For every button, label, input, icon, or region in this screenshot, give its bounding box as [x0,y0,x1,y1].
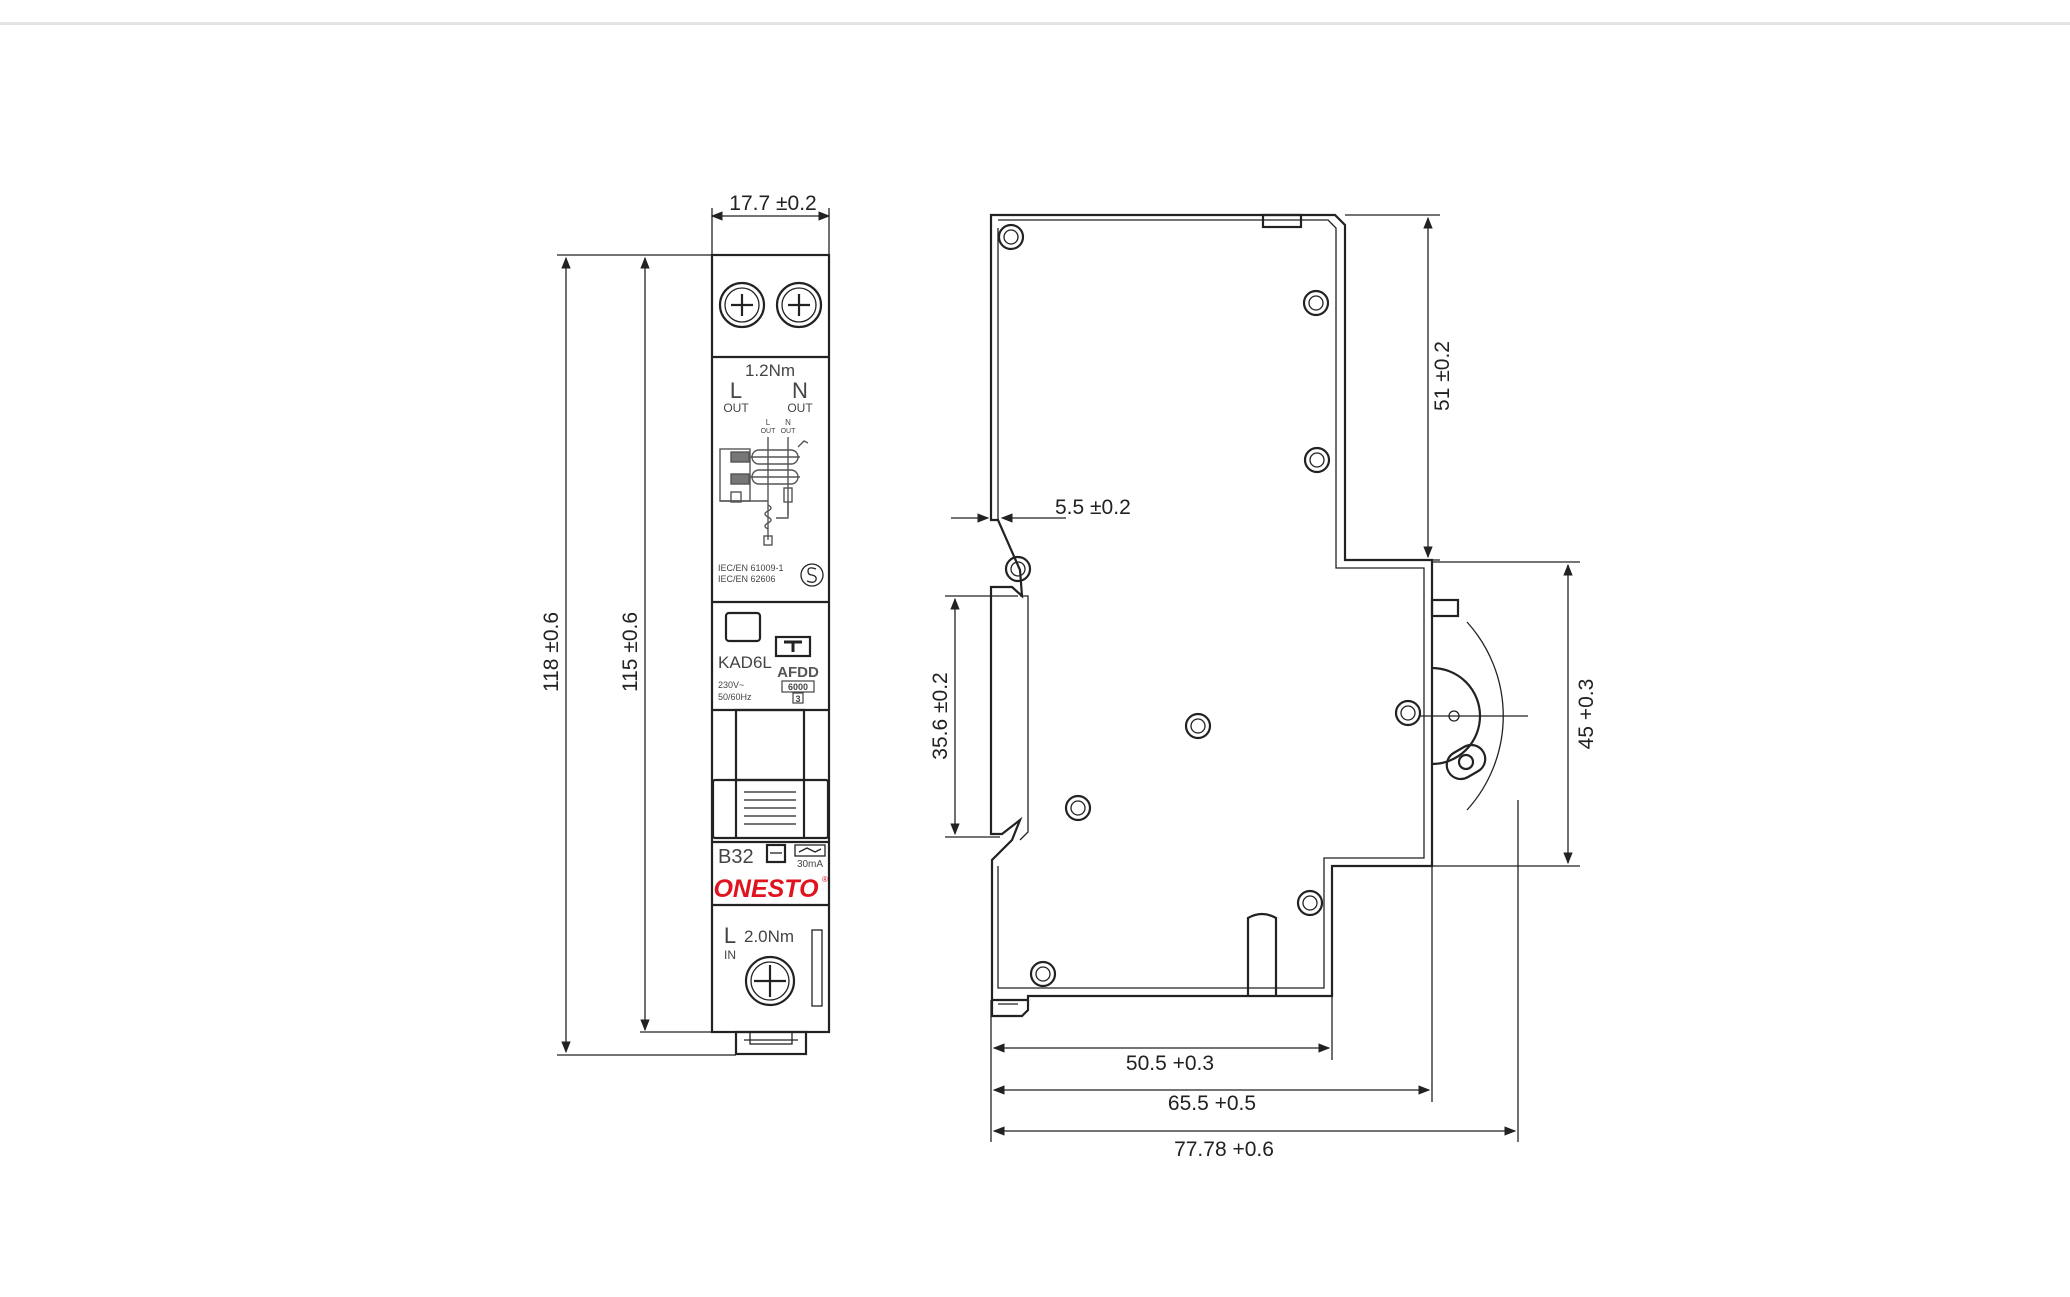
torque-bottom-label: 2.0Nm [744,927,794,946]
status-window-icon [765,843,787,864]
wiring-schematic: L OUT N OUT [719,418,809,546]
schematic-n-label: N [785,418,791,427]
residual-current-label: 30mA [797,859,823,870]
rail-height-dimension: 35.6 ±0.2 [929,672,952,759]
brand-logo: ONESTO [713,875,819,903]
class-code-label: 3 [795,694,800,704]
top-height-dimension: 51 ±0.2 [1431,341,1454,411]
voltage-label: 230V~ [718,680,744,690]
notch-dimension: 5.5 ±0.2 [1055,496,1131,519]
front-view: 1.2Nm L OUT N OUT L OUT N OUT [540,192,831,1056]
front-height-dimension: 45 +0.3 [1575,679,1598,750]
toggle-lever[interactable] [711,708,830,840]
terminal-l-in-sub: IN [724,948,736,962]
lever-pivot [1420,621,1528,811]
trip-indicator-icon [774,635,812,658]
terminal-l-out-sub: OUT [723,401,749,415]
terminal-n-out-letter: N [792,378,808,403]
schematic-n-sub: OUT [781,428,797,435]
terminal-l-in-letter: L [724,923,736,948]
rcd-symbol-icon [794,844,826,857]
rating-label: B32 [718,846,754,868]
side-rivets [997,223,1422,988]
top-terminal-screws [718,281,823,329]
standard-1: IEC/EN 61009-1 [718,563,784,573]
depth-dimension-2: 65.5 +0.5 [1168,1092,1256,1115]
schematic-l-sub: OUT [761,428,777,435]
test-button[interactable] [724,611,762,643]
din-clip [734,1030,808,1056]
afdd-label: AFDD [777,664,819,681]
certification-mark-icon [800,563,824,587]
top-divider [0,22,2070,25]
body-height-dimension: 115 ±0.6 [619,612,642,692]
standard-2: IEC/EN 62606 [718,574,776,584]
side-body-outline [989,213,1434,1002]
terminal-l-out-letter: L [730,378,742,403]
total-height-dimension: 118 ±0.6 [540,612,563,692]
torque-top-label: 1.2Nm [745,361,795,380]
front-width-dimension: 17.7 ±0.2 [729,192,816,215]
depth-dimension-3: 77.78 +0.6 [1174,1138,1274,1161]
side-view: 5.5 ±0.2 35.6 ±0.2 51 ±0.2 45 +0.3 50.5 … [929,213,1598,1161]
frequency-label: 50/60Hz [718,692,752,702]
terminal-n-out-sub: OUT [787,401,813,415]
breaking-capacity-label: 6000 [788,682,808,692]
model-label: KAD6L [718,653,772,672]
depth-dimension-1: 50.5 +0.3 [1126,1052,1214,1075]
schematic-l-label: L [766,418,771,427]
brand-registered-mark: ® [822,875,828,884]
bottom-terminal-screw [744,929,823,1007]
